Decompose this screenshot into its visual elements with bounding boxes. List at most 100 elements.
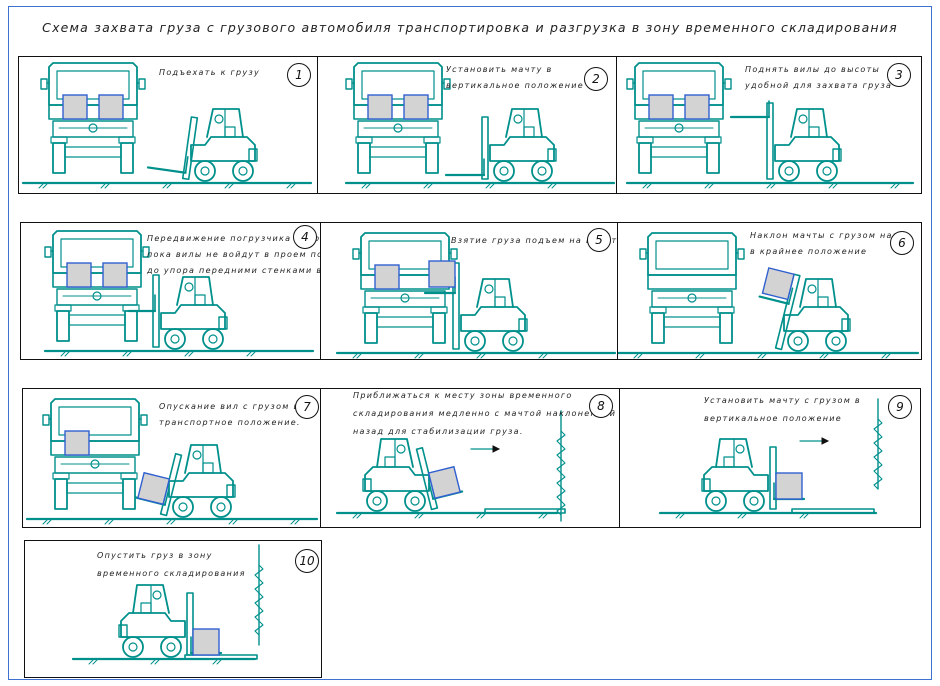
cargo-box	[102, 262, 128, 288]
ground-line	[43, 349, 315, 357]
forklift-facing-right	[701, 438, 806, 512]
forklift	[729, 100, 842, 182]
step-number-4: 4	[293, 225, 317, 249]
ground-line	[335, 351, 617, 359]
step-number-9: 9	[888, 395, 912, 419]
cargo-box	[684, 94, 710, 120]
cargo-box	[403, 94, 429, 120]
scene-tilt-mast	[618, 232, 920, 359]
forklift-mast	[729, 100, 774, 180]
scene-mast-vertical	[344, 62, 616, 189]
step-number-7: 7	[295, 395, 319, 419]
forklift-mast	[423, 260, 460, 350]
step-number-6: 6	[890, 231, 914, 255]
truck-front-view	[345, 62, 451, 184]
forklift	[444, 108, 557, 182]
step-caption-5: Взятие груза подъем на высоту	[451, 236, 618, 245]
forklift	[362, 438, 464, 512]
forklift-mast	[146, 116, 199, 181]
forklift-mast	[134, 453, 183, 517]
scene-set-mast-vertical-loaded	[658, 398, 883, 519]
storage-platform	[484, 508, 566, 514]
step-number-8: 8	[589, 394, 613, 418]
truck-front-view	[40, 62, 146, 184]
truck-front-view	[639, 232, 745, 354]
cargo-box	[66, 262, 92, 288]
cargo-box-on-forks	[775, 472, 803, 500]
step-panel-1: Подъехать к грузу 1	[18, 56, 318, 194]
cargo-box-on-forks	[427, 465, 462, 500]
scene-raise-forks	[625, 62, 915, 189]
forklift	[701, 438, 806, 512]
cargo-box	[62, 94, 88, 120]
step-number-1: 1	[287, 63, 311, 87]
forklift	[758, 267, 851, 352]
forklift	[134, 444, 236, 518]
storage-platform	[184, 654, 258, 660]
storage-zone-wall	[873, 398, 883, 490]
storage-zone-wall	[556, 410, 566, 522]
forklift-facing-right	[362, 438, 464, 512]
direction-arrow	[470, 445, 501, 453]
truck-front-view	[626, 62, 732, 184]
cargo-box	[648, 94, 674, 120]
cargo-box-on-forks	[136, 471, 171, 506]
forklift	[146, 108, 258, 182]
scene-unload-to-storage	[71, 544, 264, 665]
step-panel-5: Взятие груза подъем на высоту 5	[320, 222, 618, 360]
direction-arrow	[799, 437, 830, 445]
forklift-mast	[127, 274, 160, 348]
step-caption-1: Подъехать к грузу	[159, 68, 261, 77]
cargo-box	[64, 430, 90, 456]
forklift-mast	[415, 447, 464, 511]
cargo-box	[374, 264, 400, 290]
scene-approach-storage	[335, 410, 566, 522]
scene-approach-truck	[21, 62, 313, 189]
step-number-3: 3	[887, 63, 911, 87]
cargo-box	[98, 94, 124, 120]
ground-line	[25, 517, 319, 525]
step-number-10: 10	[295, 549, 319, 573]
scene-insert-forks	[43, 230, 315, 357]
cargo-box-on-forks	[428, 260, 456, 288]
step-number-2: 2	[584, 67, 608, 91]
forklift	[118, 584, 223, 658]
step-number-5: 5	[587, 228, 611, 252]
forklift	[127, 274, 228, 350]
truck-front-view	[44, 230, 150, 352]
forklift	[423, 260, 528, 352]
forklift-mast	[758, 267, 801, 351]
ground-line	[618, 351, 920, 359]
truck-front-view	[42, 398, 148, 520]
cargo-box-on-forks	[192, 628, 220, 656]
cargo-box-on-forks	[761, 267, 795, 301]
scene-lower-to-transport	[25, 398, 319, 525]
drawing-sheet-frame	[8, 6, 932, 680]
storage-platform	[791, 508, 875, 514]
forklift-mast	[186, 592, 223, 656]
diagram-title: Схема захвата груза с грузового автомоби…	[42, 20, 898, 35]
ground-line	[21, 181, 313, 189]
ground-line	[344, 181, 616, 189]
forklift-mast	[444, 116, 489, 180]
storage-zone-wall	[254, 544, 264, 646]
forklift-mast	[769, 446, 806, 510]
ground-line	[625, 181, 915, 189]
forklift-facing-right	[118, 584, 223, 658]
